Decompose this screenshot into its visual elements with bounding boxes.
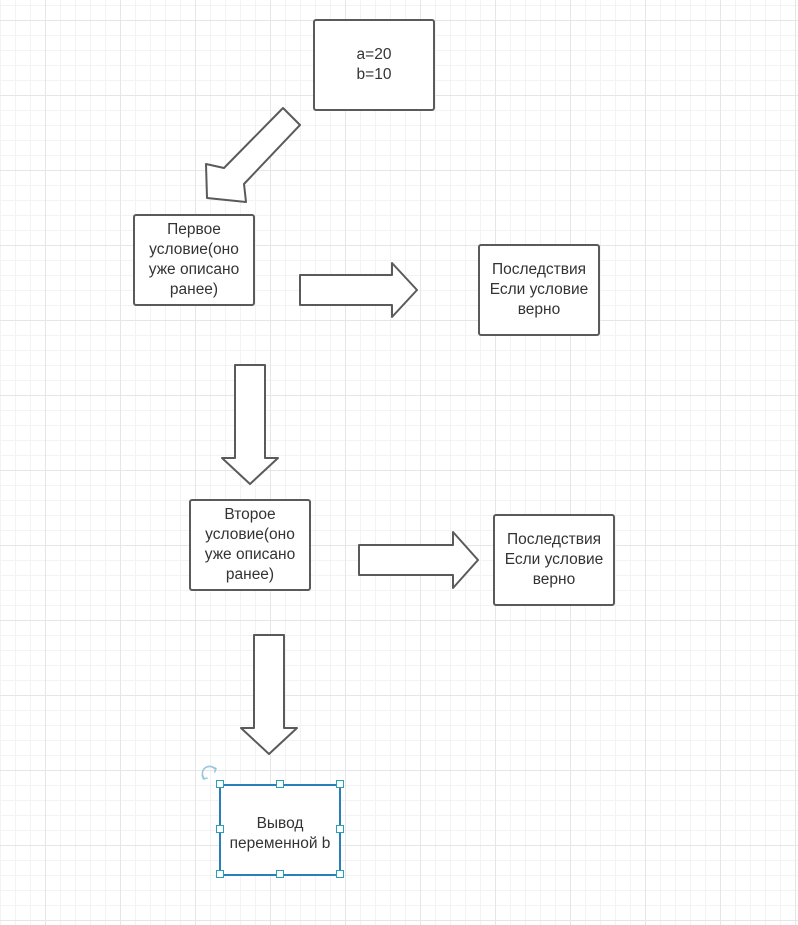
arrow-right-2[interactable] [358,531,479,589]
resize-handle-bottom-right[interactable] [336,870,344,878]
resize-handle-bottom-center[interactable] [276,870,284,878]
node-output-b[interactable]: Вывод переменной b [219,784,341,876]
rotate-icon[interactable] [200,764,220,784]
resize-handle-bottom-left[interactable] [216,870,224,878]
node-first-condition-label: Первое условие(оно уже описано ранее) [148,221,240,298]
node-second-condition-label: Второе условие(оно уже описано ранее) [204,506,296,583]
node-variables[interactable]: a=20 b=10 [313,19,435,111]
arrow-down-2[interactable] [240,634,298,755]
resize-handle-top-right[interactable] [336,780,344,788]
node-output-b-label: Вывод переменной b [229,815,331,852]
node-second-consequence[interactable]: Последствия Если условие верно [493,514,615,606]
resize-handle-middle-right[interactable] [336,825,344,833]
node-variables-label: a=20 b=10 [356,46,392,83]
arrow-diagonal[interactable] [205,107,301,203]
resize-handle-middle-left[interactable] [216,825,224,833]
arrow-down-1[interactable] [221,364,279,485]
arrow-right-1[interactable] [299,262,418,318]
node-second-condition[interactable]: Второе условие(оно уже описано ранее) [189,499,311,591]
resize-handle-top-center[interactable] [276,780,284,788]
node-first-condition[interactable]: Первое условие(оно уже описано ранее) [133,214,255,306]
node-first-consequence-label: Последствия Если условие верно [489,261,589,318]
resize-handle-top-left[interactable] [216,780,224,788]
node-first-consequence[interactable]: Последствия Если условие верно [478,244,600,336]
node-second-consequence-label: Последствия Если условие верно [504,531,604,588]
